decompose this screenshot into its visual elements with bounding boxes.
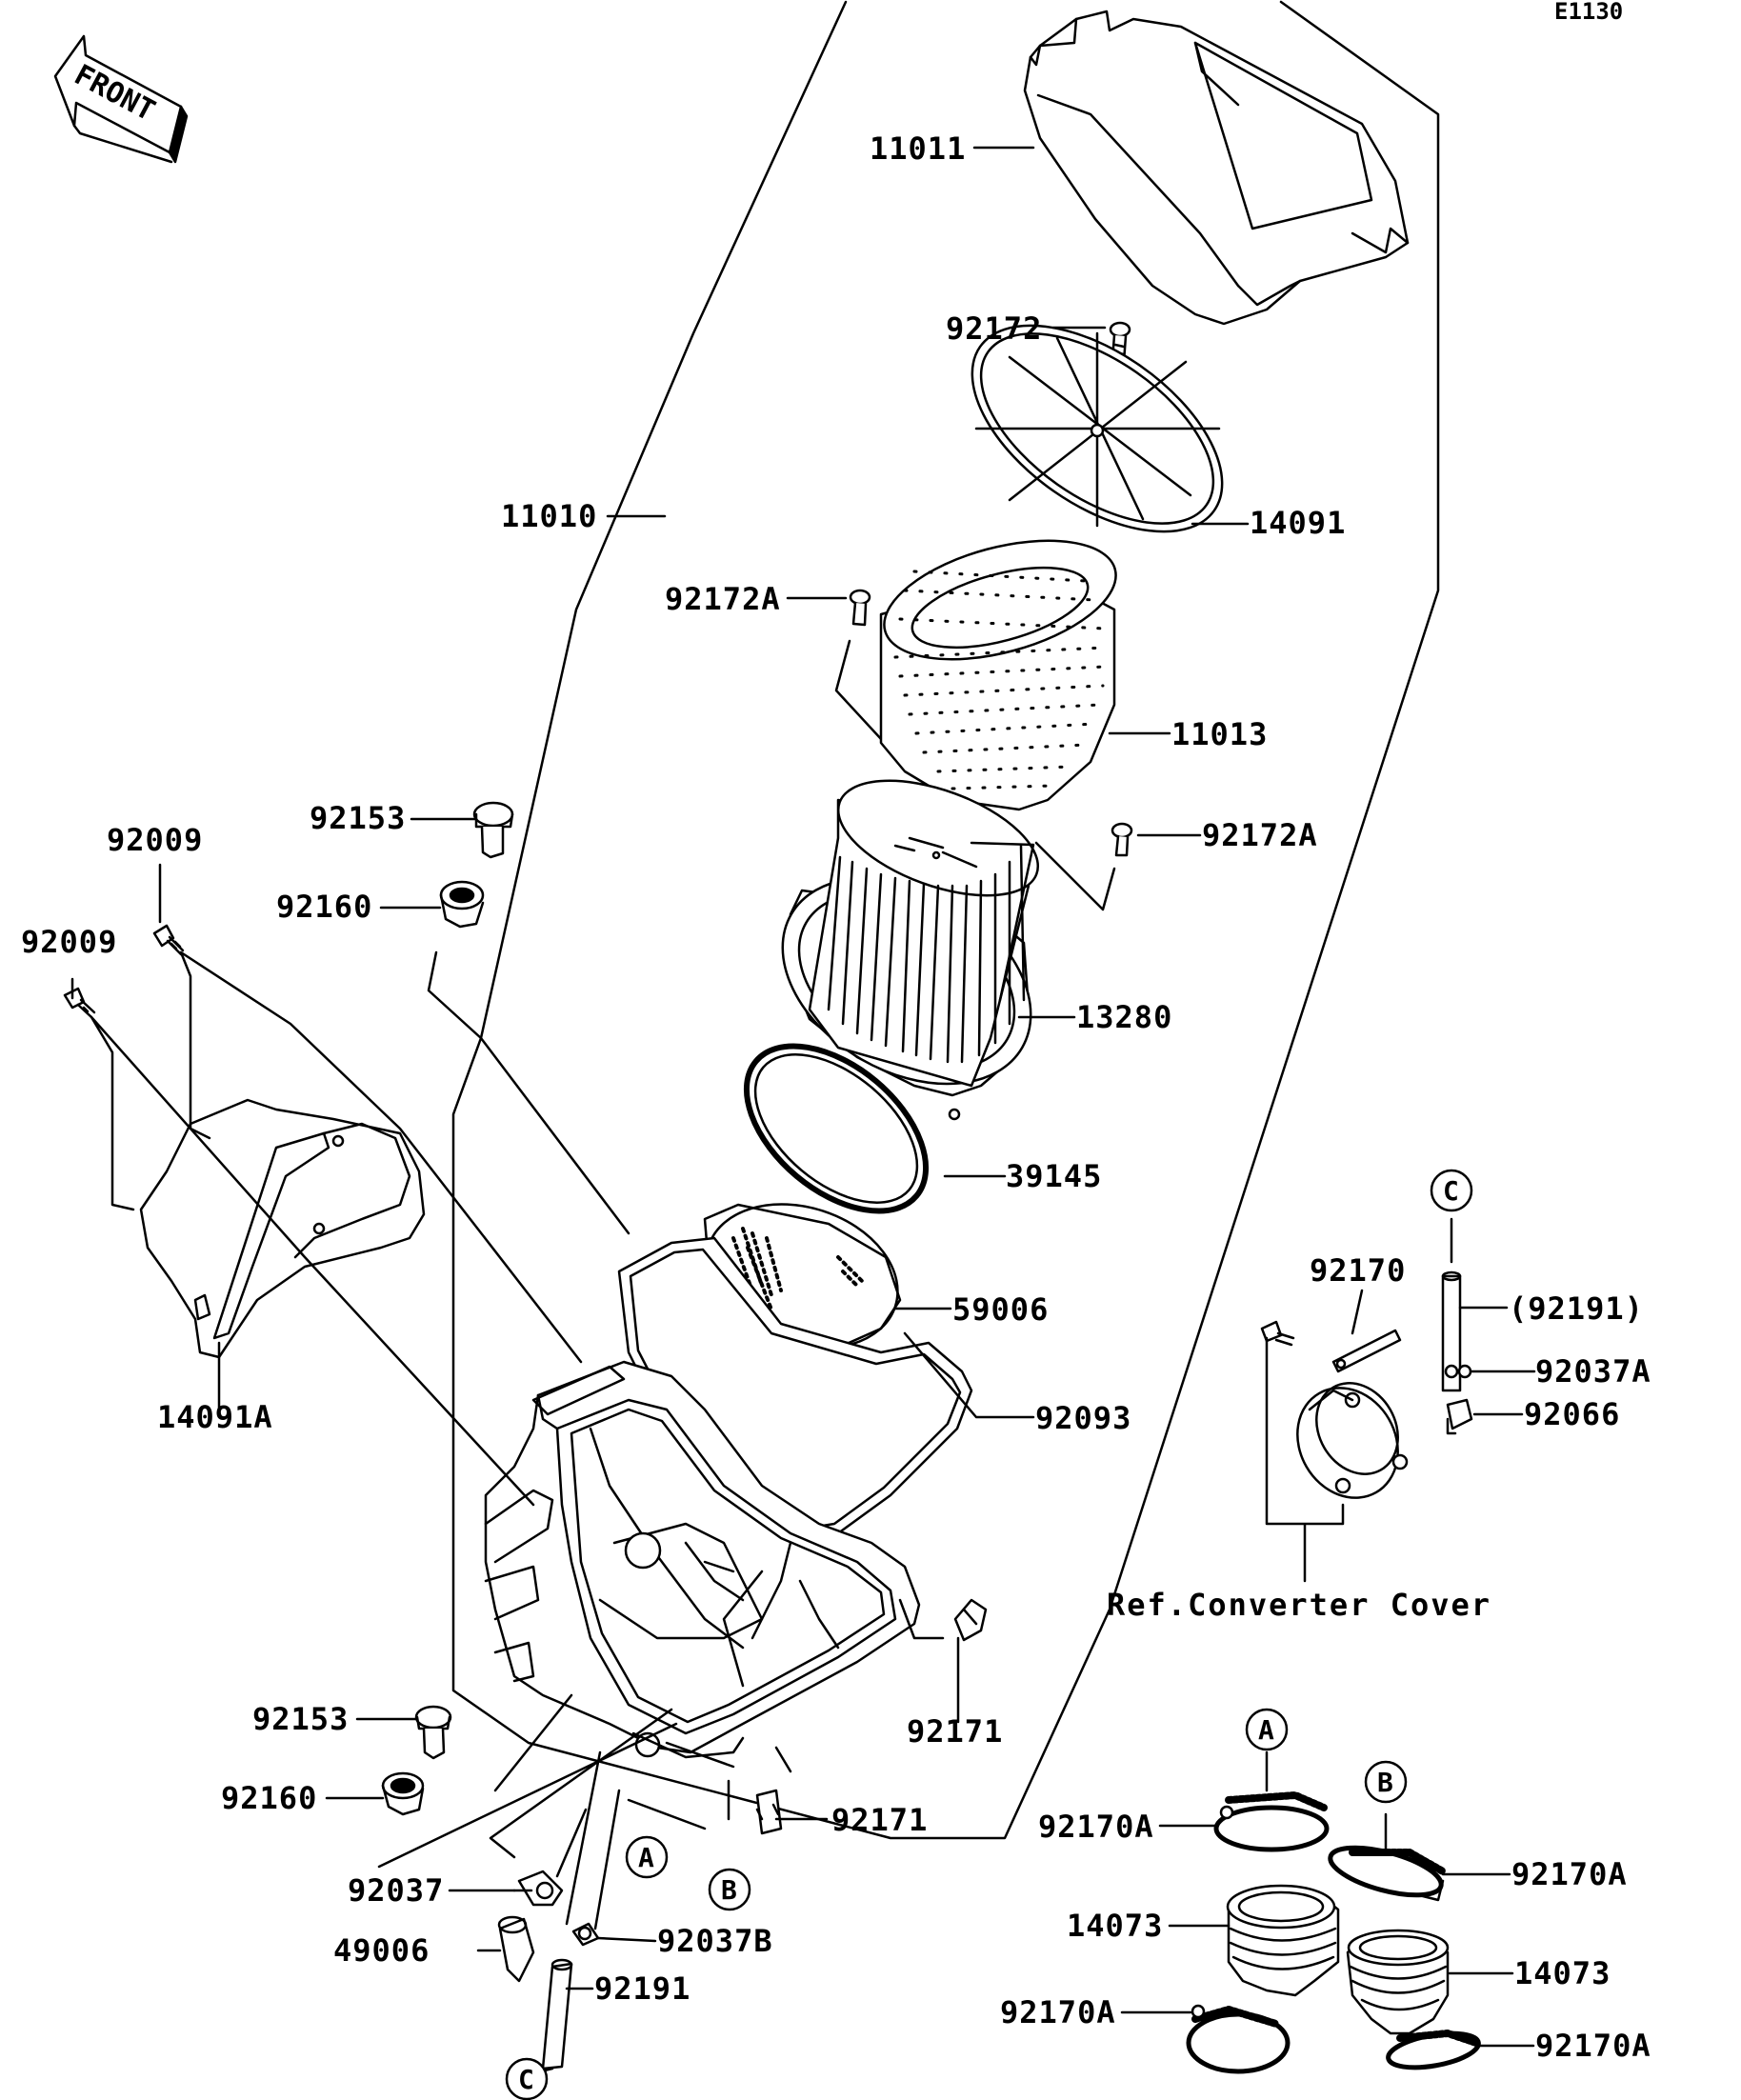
filter-element-11013 bbox=[879, 539, 1117, 811]
part-label-92160-1: 92160 bbox=[276, 889, 372, 925]
screw-92009-upper-icon bbox=[152, 924, 185, 956]
part-label-92172a-1: 92172A bbox=[665, 581, 781, 617]
grommet-92160-lower-icon bbox=[381, 1771, 425, 1816]
bubble-a-right bbox=[1245, 1708, 1289, 1751]
part-label-39145: 39145 bbox=[1006, 1158, 1102, 1194]
diagram-code: E1130 bbox=[1554, 0, 1623, 25]
part-label-92172a-2: 92172A bbox=[1202, 817, 1318, 853]
bubble-a-lower bbox=[625, 1835, 669, 1879]
grommet-92160-upper-icon bbox=[439, 880, 485, 929]
duct-14073-right-icon bbox=[1346, 1929, 1450, 2035]
fitting-92171-lower-icon bbox=[755, 1789, 783, 1835]
clamp-92037-icon bbox=[517, 1870, 564, 1907]
fitting-92066-icon bbox=[1446, 1398, 1473, 1435]
leader-92172a-upper bbox=[834, 639, 895, 754]
part-label-14073-1: 14073 bbox=[1067, 1908, 1163, 1944]
bubble-a-lower-text: A bbox=[638, 1842, 654, 1873]
part-label-92191-ref: (92191) bbox=[1509, 1290, 1644, 1327]
part-label-92009-2: 92009 bbox=[21, 924, 117, 960]
bubble-c-right bbox=[1430, 1169, 1473, 1212]
leader-92037 bbox=[377, 1722, 678, 1892]
air-cleaner-housing-11010 bbox=[484, 1360, 945, 1759]
leader-92170a-2 bbox=[1384, 1812, 1511, 1876]
screw-92009-lower-icon bbox=[63, 987, 96, 1019]
part-label-92170a-1: 92170A bbox=[1038, 1809, 1154, 1845]
part-label-92093: 92093 bbox=[1035, 1400, 1131, 1436]
part-label-92009-1: 92009 bbox=[107, 822, 203, 858]
part-label-92037: 92037 bbox=[348, 1872, 444, 1909]
part-label-92170a-4: 92170A bbox=[1535, 2028, 1651, 2064]
clamp-92170a-a-icon bbox=[1213, 1791, 1330, 1852]
part-label-14073-2: 14073 bbox=[1514, 1955, 1611, 1991]
leader-92093 bbox=[903, 1331, 1035, 1419]
part-label-11011: 11011 bbox=[870, 130, 966, 167]
bubble-c-bottom bbox=[505, 2057, 549, 2100]
clip-92171-upper-icon bbox=[953, 1598, 988, 1642]
part-label-49006: 49006 bbox=[333, 1932, 430, 1969]
leader-converter-cover bbox=[1265, 1336, 1345, 1583]
pleated-filter-13280 bbox=[781, 779, 1040, 1121]
duct-cover-14091a bbox=[139, 1098, 426, 1359]
bolt-92153-lower-icon bbox=[414, 1705, 452, 1760]
part-label-13280: 13280 bbox=[1076, 999, 1172, 1035]
leader-13280 bbox=[970, 841, 1035, 1002]
screw-92172a-upper-icon bbox=[849, 589, 871, 627]
stay-92170-icon bbox=[1331, 1329, 1402, 1373]
leader-92009-upper bbox=[179, 950, 583, 1364]
bubble-c-right-text: C bbox=[1443, 1175, 1459, 1207]
part-label-92171-2: 92171 bbox=[831, 1802, 928, 1838]
leader-92009-lower bbox=[90, 1015, 535, 1507]
screw-92172a-right-icon bbox=[1111, 822, 1133, 857]
tube-92191-icon bbox=[541, 1958, 573, 2070]
bubble-b-right-text: B bbox=[1377, 1767, 1393, 1798]
cap-49006-icon bbox=[497, 1915, 535, 1983]
clamp-92170a-c-icon bbox=[1186, 2004, 1291, 2074]
part-label-92153-1: 92153 bbox=[310, 800, 406, 836]
air-cleaner-cover-11011 bbox=[1023, 10, 1410, 326]
part-label-11013: 11013 bbox=[1171, 716, 1268, 752]
part-label-92191: 92191 bbox=[594, 1970, 690, 2007]
part-label-11010: 11010 bbox=[501, 498, 597, 534]
part-label-92172: 92172 bbox=[946, 310, 1042, 347]
bubble-b-lower bbox=[708, 1868, 751, 1911]
part-label-92037b: 92037B bbox=[657, 1923, 773, 1959]
part-label-92170a-2: 92170A bbox=[1511, 1856, 1628, 1892]
clamp-92037a-icon bbox=[1444, 1364, 1472, 1379]
part-label-14091a: 14091A bbox=[157, 1399, 273, 1435]
leader-92037b bbox=[596, 1936, 657, 1943]
leader-92170a-1 bbox=[1158, 1750, 1269, 1828]
part-label-92170: 92170 bbox=[1310, 1252, 1406, 1289]
leader-92170 bbox=[1351, 1289, 1364, 1335]
tube-92191-ref-icon bbox=[1441, 1270, 1462, 1392]
converter-cover-icon bbox=[1296, 1382, 1409, 1499]
bubble-b-lower-text: B bbox=[721, 1874, 737, 1906]
part-label-14091: 14091 bbox=[1250, 505, 1346, 541]
part-label-92170a-3: 92170A bbox=[1000, 1994, 1116, 2030]
bolt-92170-icon bbox=[1260, 1320, 1295, 1347]
part-label-59006: 59006 bbox=[952, 1291, 1049, 1328]
bolt-92153-upper-icon bbox=[472, 801, 514, 859]
clamp-92170a-b-icon bbox=[1328, 1845, 1447, 1902]
duct-14073-left-icon bbox=[1226, 1884, 1340, 1997]
ref-converter-cover-label: Ref.Converter Cover bbox=[1107, 1587, 1491, 1623]
seal-ring-39145 bbox=[743, 1043, 930, 1214]
clamp-92170a-d-icon bbox=[1386, 2030, 1481, 2070]
leader-92172a-right bbox=[1034, 841, 1116, 911]
part-label-92160-2: 92160 bbox=[221, 1780, 317, 1816]
assembly-outline bbox=[451, 0, 1440, 1840]
part-label-92171-1: 92171 bbox=[907, 1713, 1003, 1750]
filter-cover-14091 bbox=[971, 324, 1224, 533]
part-label-92037a: 92037A bbox=[1535, 1353, 1651, 1390]
bubble-a-right-text: A bbox=[1258, 1714, 1274, 1746]
bubble-b-right bbox=[1364, 1760, 1408, 1804]
part-label-92153-2: 92153 bbox=[252, 1701, 349, 1737]
leader-92160-upper bbox=[427, 950, 630, 1235]
part-label-92066: 92066 bbox=[1524, 1396, 1620, 1432]
front-arrow-icon bbox=[53, 34, 189, 164]
leader-lines-lower bbox=[489, 1693, 792, 1930]
bubble-c-bottom-text: C bbox=[518, 2064, 534, 2095]
